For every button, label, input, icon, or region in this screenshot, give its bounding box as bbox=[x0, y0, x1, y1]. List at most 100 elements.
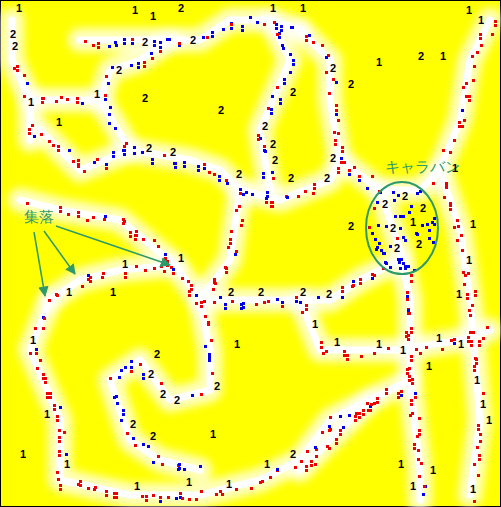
agent-dot bbox=[279, 98, 282, 101]
agent-dot bbox=[468, 95, 471, 98]
agent-dot bbox=[272, 177, 275, 180]
agent-number: 1 bbox=[270, 2, 276, 14]
agent-dot bbox=[231, 300, 234, 303]
agent-dot bbox=[467, 336, 470, 339]
agent-dot bbox=[472, 79, 475, 82]
agent-dot bbox=[358, 416, 361, 419]
agent-dot bbox=[178, 42, 181, 45]
agent-dot bbox=[269, 476, 272, 479]
agent-dot bbox=[480, 44, 483, 47]
agent-dot bbox=[105, 494, 108, 497]
agent-dots bbox=[13, 16, 497, 503]
agent-number: 2 bbox=[330, 152, 336, 164]
agent-dot bbox=[208, 359, 211, 362]
agent-dot bbox=[461, 125, 464, 128]
agent-number: 1 bbox=[122, 258, 128, 270]
agent-dot bbox=[292, 63, 295, 66]
agent-dot bbox=[479, 433, 482, 436]
agent-dot bbox=[469, 314, 472, 317]
agent-dot bbox=[188, 498, 191, 501]
agent-dot bbox=[473, 369, 476, 372]
agent-dot bbox=[453, 226, 456, 229]
agent-dot bbox=[335, 81, 338, 84]
road-halo bbox=[12, 20, 490, 500]
agent-dot bbox=[477, 424, 480, 427]
agent-number: 1 bbox=[426, 360, 432, 372]
agent-dot bbox=[58, 450, 61, 453]
agent-dot bbox=[342, 426, 345, 429]
agent-dot bbox=[463, 119, 466, 122]
agent-dot bbox=[160, 265, 163, 268]
agent-dot bbox=[340, 161, 343, 164]
agent-dot bbox=[305, 35, 308, 38]
agent-dot bbox=[445, 186, 448, 189]
caravan-ellipse bbox=[366, 182, 438, 274]
agent-dot bbox=[195, 302, 198, 305]
agent-dot bbox=[441, 348, 444, 351]
agent-dot bbox=[204, 315, 207, 318]
road-network bbox=[12, 20, 490, 500]
agent-dot bbox=[48, 299, 51, 302]
agent-number: 2 bbox=[214, 380, 220, 392]
agent-dot bbox=[418, 417, 421, 420]
agent-dot bbox=[270, 205, 273, 208]
agent-number: 2 bbox=[150, 430, 156, 442]
agent-number: 1 bbox=[474, 374, 480, 386]
agent-dot bbox=[337, 167, 340, 170]
agent-dot bbox=[183, 468, 186, 471]
agent-dot bbox=[283, 78, 286, 81]
agent-dot bbox=[462, 86, 465, 89]
agent-dot bbox=[135, 265, 138, 268]
agent-number: 2 bbox=[402, 190, 408, 202]
agent-dot bbox=[126, 432, 129, 435]
agent-dot bbox=[26, 82, 29, 85]
agent-dot bbox=[218, 175, 221, 178]
agent-dot bbox=[359, 278, 362, 281]
agent-dot bbox=[250, 487, 253, 490]
agent-dot bbox=[453, 139, 456, 142]
agent-dot bbox=[410, 327, 413, 330]
agent-dot bbox=[462, 271, 465, 274]
agent-dot bbox=[407, 312, 410, 315]
agent-dot bbox=[473, 65, 476, 68]
agent-dot bbox=[123, 153, 126, 156]
agent-dot bbox=[213, 281, 216, 284]
agent-dot bbox=[328, 429, 331, 432]
agent-dot bbox=[275, 27, 278, 30]
road-halo bbox=[300, 400, 370, 470]
agent-dot bbox=[35, 352, 38, 355]
agent-dot bbox=[44, 381, 47, 384]
agent-dot bbox=[477, 428, 480, 431]
agent-dot bbox=[230, 23, 233, 26]
agent-dot bbox=[466, 293, 469, 296]
agent-dot bbox=[203, 300, 206, 303]
agent-number: 1 bbox=[398, 458, 404, 470]
agent-dot bbox=[419, 352, 422, 355]
agent-dot bbox=[320, 341, 323, 344]
agent-dot bbox=[473, 463, 476, 466]
agent-dot bbox=[380, 249, 383, 252]
agent-dot bbox=[229, 242, 232, 245]
agent-dot bbox=[92, 216, 95, 219]
agent-dot bbox=[224, 307, 227, 310]
agent-dot bbox=[348, 169, 351, 172]
agent-dot bbox=[179, 492, 182, 495]
agent-dot bbox=[264, 150, 267, 153]
agent-dot bbox=[292, 59, 295, 62]
agent-dot bbox=[373, 352, 376, 355]
agent-dot bbox=[16, 69, 19, 72]
agent-dot bbox=[339, 415, 342, 418]
agent-dot bbox=[181, 277, 184, 280]
agent-number: 2 bbox=[394, 242, 400, 254]
agent-dot bbox=[383, 252, 386, 255]
agent-dot bbox=[371, 277, 374, 280]
agent-dot bbox=[153, 239, 156, 242]
agent-dot bbox=[241, 25, 244, 28]
agent-dot bbox=[157, 245, 160, 248]
agent-dot bbox=[449, 204, 452, 207]
agent-number: 2 bbox=[228, 286, 234, 298]
agent-dot bbox=[397, 258, 400, 261]
agent-dot bbox=[108, 45, 111, 48]
agent-dot bbox=[432, 241, 435, 244]
agent-dot bbox=[132, 437, 135, 440]
